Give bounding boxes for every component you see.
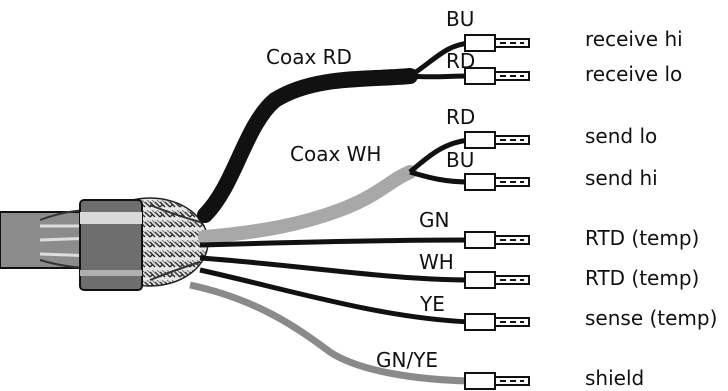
wire-code-3: RD (446, 105, 476, 129)
wire-rd-send-lo (408, 137, 471, 174)
shrink-band-lowlight (80, 270, 142, 276)
ferrule-1 (464, 34, 530, 52)
wire-code-8: GN/YE (376, 348, 439, 372)
ferrule-8 (464, 372, 530, 390)
wire-code-1: BU (446, 7, 475, 31)
wire-gn (199, 237, 471, 248)
wire-function-6: RTD (temp) (585, 266, 700, 290)
wire-gn-ye-shield (189, 281, 471, 385)
wire-code-4: BU (446, 148, 475, 172)
wire-bu-receive-hi (408, 40, 471, 79)
ferrule-5 (464, 231, 530, 249)
wire-function-4: send hi (585, 166, 658, 190)
wire-bu-send-hi (409, 169, 471, 185)
ferrule-6 (464, 271, 530, 289)
wire-code-6: WH (419, 250, 454, 274)
wire-wh (199, 255, 471, 283)
wire-function-8: shield (585, 366, 645, 390)
wire-function-1: receive hi (585, 27, 683, 51)
wire-function-5: RTD (temp) (585, 226, 700, 250)
wire-code-7: YE (420, 292, 445, 316)
wire-function-7: sense (temp) (585, 306, 718, 330)
ferrule-2 (464, 67, 530, 85)
ferrule-4 (464, 173, 530, 191)
wire-rd-receive-lo (409, 73, 471, 80)
coax-rd-cable (197, 68, 418, 223)
coax-rd-label: Coax RD (266, 45, 352, 69)
coax-wh-cable (198, 165, 417, 244)
wire-code-5: GN (419, 208, 450, 232)
ferrule-7 (464, 313, 530, 331)
ferrule-3 (464, 131, 530, 149)
coax-wh-label: Coax WH (290, 142, 382, 166)
wire-ye (199, 267, 471, 325)
shrink-band-highlight (80, 212, 142, 224)
wire-function-3: send lo (585, 124, 658, 148)
wire-code-2: RD (446, 49, 476, 73)
wire-function-2: receive lo (585, 62, 683, 86)
